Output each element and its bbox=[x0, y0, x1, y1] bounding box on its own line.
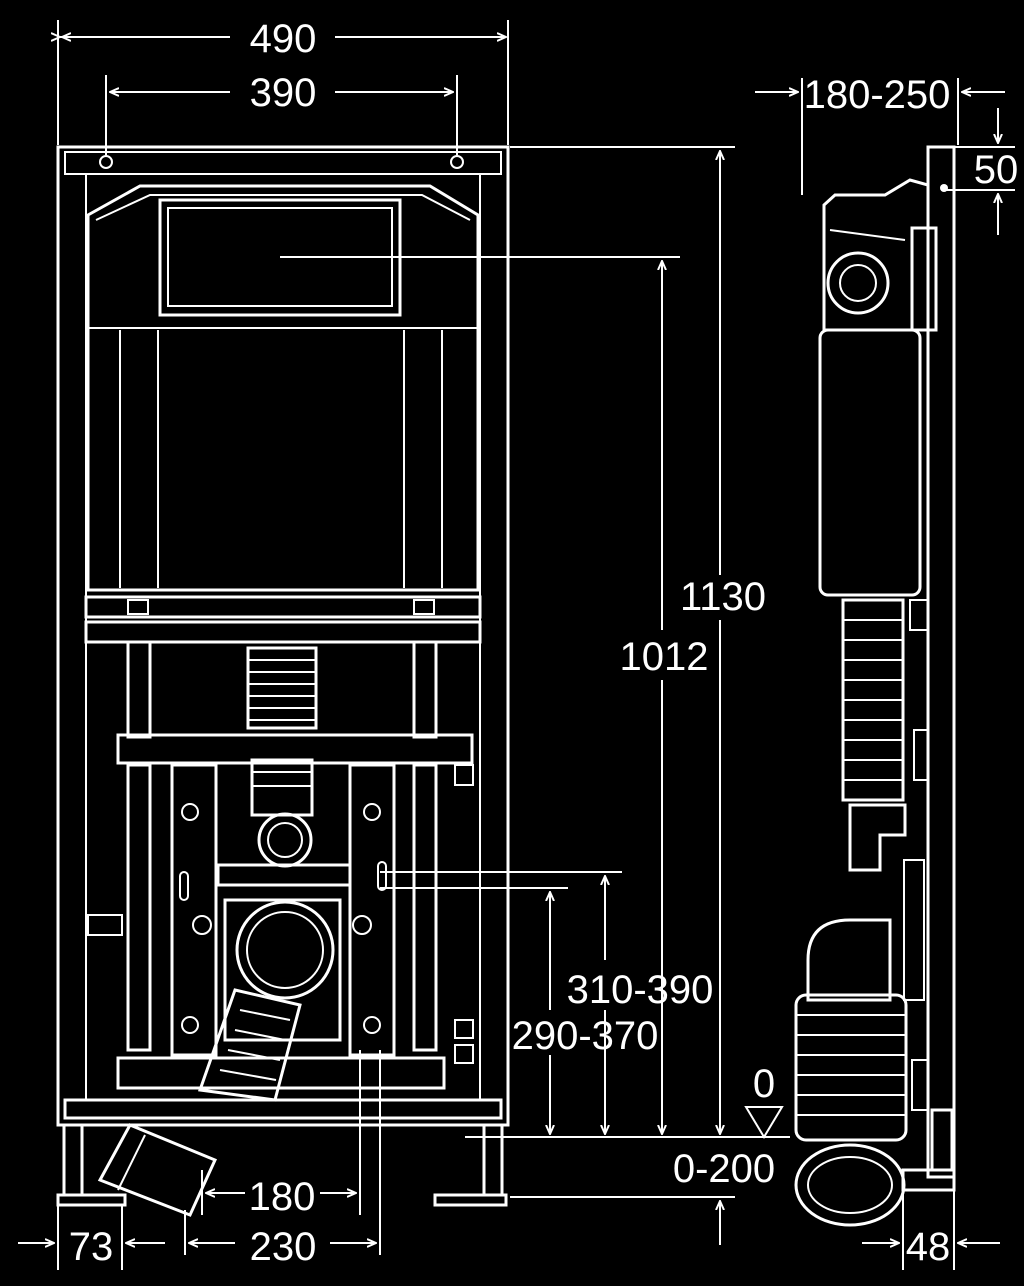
cistern-side bbox=[818, 178, 938, 597]
dimension-lines bbox=[18, 20, 1015, 1270]
dim-outlet-spacing: 230 bbox=[250, 1225, 317, 1269]
frame-outline bbox=[56, 145, 510, 1127]
dim-floor-zero: 0 bbox=[753, 1062, 775, 1106]
dim-frame-width: 490 bbox=[250, 17, 317, 61]
adjustable-legs bbox=[56, 1123, 508, 1207]
dim-side-offset: 73 bbox=[69, 1225, 114, 1269]
side-frame-post bbox=[926, 145, 956, 1179]
float-valve bbox=[826, 251, 890, 315]
flush-pipe-side bbox=[841, 598, 929, 872]
top-rail bbox=[64, 151, 502, 175]
upper-cross-rail bbox=[84, 595, 482, 619]
drain-bend-side bbox=[794, 859, 929, 1227]
dim-leg-adjust: 0-200 bbox=[673, 1147, 775, 1191]
dim-bolt-spacing: 180 bbox=[249, 1175, 316, 1219]
dim-bracket-spacing: 390 bbox=[250, 71, 317, 115]
mount-hole-left bbox=[99, 155, 113, 169]
flush-outlet bbox=[257, 812, 313, 868]
mount-hole-right bbox=[450, 155, 464, 169]
dim-total-height: 1130 bbox=[680, 575, 766, 619]
middle-cross-rail bbox=[116, 733, 474, 765]
dim-rear-depth: 48 bbox=[906, 1225, 951, 1269]
lower-cross-rail bbox=[116, 1056, 446, 1090]
flush-pipe bbox=[246, 646, 318, 868]
dim-flush-plate-height: 1012 bbox=[620, 635, 709, 679]
dim-top-offset: 50 bbox=[974, 148, 1019, 192]
cistern bbox=[86, 184, 480, 592]
bowl-bracket bbox=[170, 763, 396, 1057]
front-view bbox=[56, 145, 510, 1217]
dim-depth-range: 180-250 bbox=[804, 73, 951, 117]
dim-supply-height: 310-390 bbox=[567, 968, 714, 1012]
side-view bbox=[794, 145, 956, 1227]
floor-level-marker bbox=[744, 1106, 784, 1139]
dim-drain-height: 290-370 bbox=[512, 1014, 659, 1058]
